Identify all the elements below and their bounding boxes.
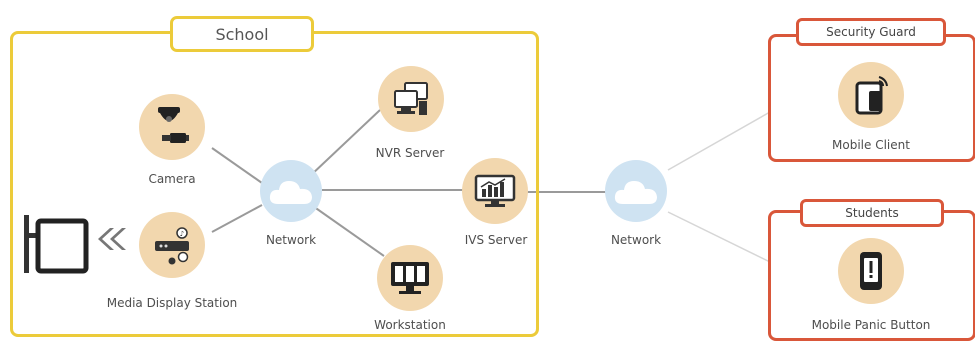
network-external-node — [605, 160, 667, 222]
link-external-students — [667, 211, 771, 263]
nvr-server-label: NVR Server — [375, 146, 445, 160]
network-external-label: Network — [610, 233, 662, 247]
school-title: School — [170, 16, 314, 52]
monitor-sign-icon — [24, 215, 89, 274]
link-network-nvr — [309, 109, 381, 177]
link-camera-network — [211, 147, 263, 184]
link-external-security — [667, 111, 771, 171]
ivs-server-label: IVS Server — [464, 233, 528, 247]
media-display-icon: ♪ — [155, 227, 189, 265]
ivs-server-icon — [474, 174, 516, 207]
network-school-label: Network — [265, 233, 317, 247]
students-title: Students — [800, 199, 944, 227]
cloud-icon — [269, 181, 312, 204]
workstation-node — [377, 245, 443, 311]
ivs-server-node — [462, 158, 528, 224]
mobile-panic-button-node — [838, 238, 904, 304]
link-media-network — [211, 204, 263, 233]
security-guard-title: Security Guard — [796, 18, 946, 46]
camera-icon — [158, 107, 189, 143]
arrows-left-icon — [98, 228, 126, 250]
media-display-label: Media Display Station — [106, 296, 238, 310]
nvr-server-icon — [394, 82, 428, 115]
media-display-node: ♪ — [139, 212, 205, 278]
mobile-panic-button-label: Mobile Panic Button — [811, 318, 931, 332]
svg-text:♪: ♪ — [180, 230, 184, 238]
camera-node — [139, 94, 205, 160]
mobile-panic-icon — [860, 252, 882, 290]
workstation-label: Workstation — [374, 318, 446, 332]
mobile-client-node — [838, 62, 904, 128]
link-network-workstation — [309, 203, 385, 257]
camera-label: Camera — [148, 172, 196, 186]
mobile-client-icon — [855, 76, 888, 115]
mobile-client-label: Mobile Client — [832, 138, 910, 152]
workstation-icon — [391, 262, 429, 294]
cloud-icon — [614, 181, 657, 204]
nvr-server-node — [378, 66, 444, 132]
network-school-node — [260, 160, 322, 222]
